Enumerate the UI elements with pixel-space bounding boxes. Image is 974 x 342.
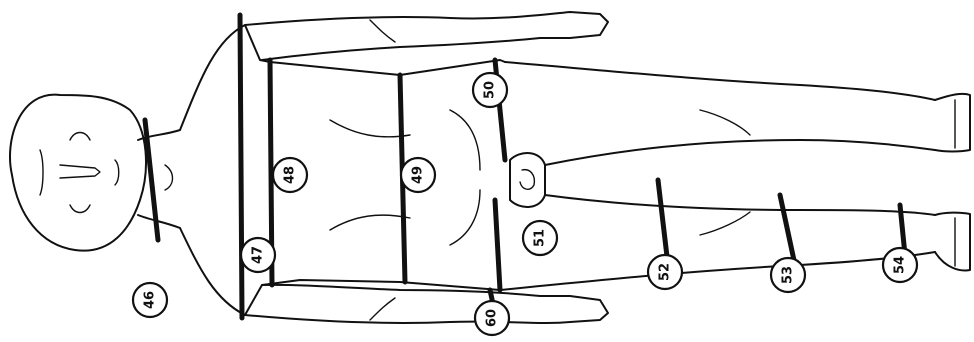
marker-wrist-label: 60 [485, 309, 500, 327]
marker-waist: 49 [401, 158, 435, 192]
marker-ankle: 54 [883, 248, 917, 282]
marker-calf-label: 53 [781, 266, 796, 284]
band-upper-thigh [495, 200, 500, 290]
marker-upper-thigh: 51 [523, 221, 557, 255]
head [10, 95, 146, 251]
torso [165, 25, 505, 315]
marker-mid-thigh-label: 52 [658, 263, 673, 281]
legs [500, 62, 935, 290]
marker-ankle-label: 54 [893, 256, 908, 274]
marker-mid-thigh: 52 [648, 255, 682, 289]
marker-hips: 50 [473, 73, 507, 107]
band-mid-thigh [658, 180, 668, 265]
marker-wrist: 60 [475, 301, 509, 335]
groin [510, 153, 545, 207]
marker-neck: 46 [133, 283, 167, 317]
marker-chest-left: 47 [241, 238, 275, 272]
band-calf [780, 195, 795, 265]
marker-waist-label: 49 [411, 166, 426, 184]
marker-neck-label: 46 [143, 291, 158, 309]
marker-chest-right: 48 [273, 158, 307, 192]
band-neck [145, 120, 158, 240]
marker-calf: 53 [771, 258, 805, 292]
band-chest [240, 15, 242, 318]
marker-upper-thigh-label: 51 [533, 229, 548, 247]
marker-chest-right-label: 48 [283, 166, 298, 184]
marker-hips-label: 50 [483, 81, 498, 99]
marker-chest-left-label: 47 [251, 246, 266, 264]
feet [935, 94, 970, 271]
